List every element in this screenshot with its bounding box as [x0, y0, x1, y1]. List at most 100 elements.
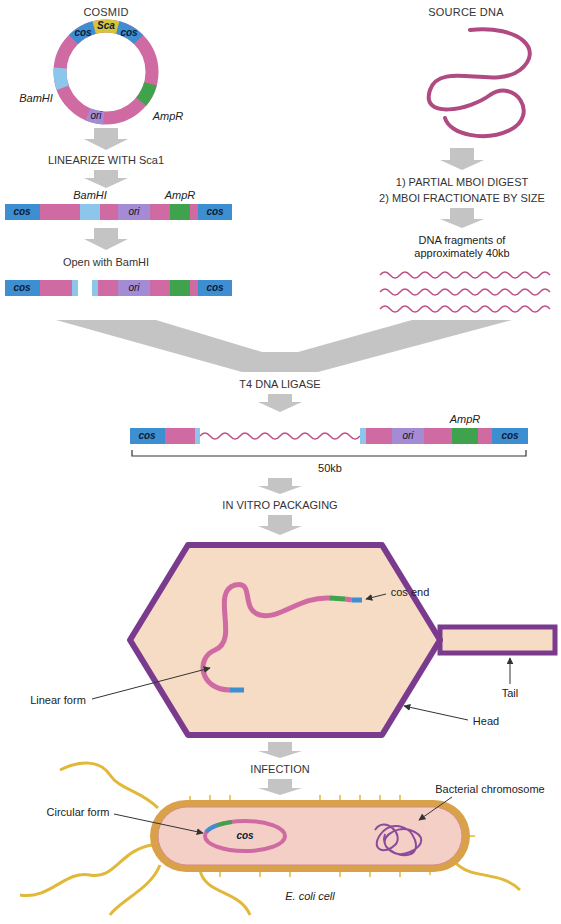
circular-cosmid	[205, 821, 285, 851]
cos-label: cos	[206, 282, 223, 294]
packaged-dna	[203, 584, 330, 690]
step-arrow	[84, 228, 128, 250]
step-label: LINEARIZE WITH Sca1	[48, 154, 164, 167]
step-arrow	[258, 779, 302, 795]
ori-label: ori	[128, 282, 139, 294]
ligated-cosmid	[130, 428, 528, 444]
step-arrow	[258, 394, 302, 412]
linear-cosmid	[5, 204, 232, 220]
step-label: 1) PARTIAL MBOI DIGEST	[396, 176, 528, 189]
cos-end	[352, 598, 362, 603]
cos-label: cos	[120, 27, 137, 39]
step-arrow	[258, 478, 302, 494]
cos-label: cos	[236, 830, 253, 842]
cos-site	[492, 428, 528, 444]
bamhi-end	[92, 280, 98, 296]
ori-label: ori	[90, 110, 101, 122]
ori-site	[118, 280, 150, 296]
cos-site	[198, 280, 232, 296]
part-label: cos end	[391, 586, 430, 599]
cos-segment	[60, 26, 152, 118]
gene-label: AmpR	[153, 110, 184, 123]
step-arrow	[84, 170, 128, 188]
flagellum	[455, 862, 520, 890]
step-arrow	[440, 148, 484, 170]
merge-arrow	[56, 320, 512, 372]
cos-label: cos	[13, 206, 30, 218]
cytoplasm	[158, 807, 462, 865]
step-label: INFECTION	[250, 763, 309, 776]
fragment-note: DNA fragments of approximately 40kb	[387, 234, 537, 259]
cosmid-ring	[60, 26, 152, 118]
gene-label: AmpR	[450, 413, 481, 426]
step-label: IN VITRO PACKAGING	[222, 499, 337, 512]
gene-label: AmpR	[165, 189, 196, 202]
section-title: SOURCE DNA	[428, 6, 503, 19]
cell-wall	[150, 800, 470, 872]
flagellum	[20, 845, 152, 896]
leader-line	[419, 797, 452, 820]
ori-site	[392, 428, 424, 444]
cos-label: cos	[501, 430, 518, 442]
dna-fragment	[380, 306, 550, 312]
bamhi-end	[72, 280, 78, 296]
leader-line	[510, 658, 511, 684]
bacterial-chromosome	[375, 825, 421, 856]
size-label: 50kb	[318, 462, 342, 475]
cos-label: cos	[138, 430, 155, 442]
phage-head	[130, 545, 440, 735]
step-arrow	[84, 128, 128, 150]
dna-segment	[345, 599, 352, 600]
bamhi-segment	[60, 26, 152, 118]
part-label: Bacterial chromosome	[435, 783, 544, 796]
cosmid-arm	[5, 280, 78, 296]
step-arrow	[440, 208, 484, 228]
cos-site	[5, 280, 40, 296]
part-label: Tail	[502, 687, 519, 700]
leader-line	[366, 594, 386, 599]
ampr-gene	[452, 428, 478, 444]
ori-site	[118, 204, 150, 220]
step-arrow	[258, 515, 302, 535]
ampr-gene	[218, 822, 232, 825]
insert-ground	[200, 428, 360, 444]
ampr-segment	[60, 26, 152, 118]
site-label: BamHI	[73, 189, 107, 202]
cos-label: cos	[74, 27, 91, 39]
step-arrow	[258, 742, 302, 758]
ori-label: ori	[128, 206, 139, 218]
dna-fragment	[380, 272, 550, 278]
dna-fragment	[380, 289, 550, 295]
part-label: Head	[473, 715, 499, 728]
flagellum	[110, 865, 160, 915]
phage-tail	[440, 627, 555, 653]
cos-label: cos	[13, 282, 30, 294]
step-label: Open with BamHI	[63, 256, 149, 269]
leader-line	[404, 706, 468, 720]
cos-segment	[60, 26, 152, 118]
part-label: Circular form	[47, 806, 110, 819]
step-label: T4 DNA LIGASE	[239, 378, 320, 391]
sca-segment	[60, 26, 152, 118]
site-label: Sca	[97, 20, 115, 32]
source-dna	[429, 29, 530, 136]
step-label: 2) MBOI FRACTIONATE BY SIZE	[379, 192, 545, 205]
cos-end	[230, 688, 244, 693]
cell-label: E. coli cell	[285, 890, 335, 903]
leader-line	[114, 814, 203, 833]
cos-site	[206, 825, 218, 832]
part-label: Linear form	[30, 694, 86, 707]
ampr-gene	[170, 280, 190, 296]
leader-line	[92, 668, 210, 699]
ori-segment	[60, 26, 152, 118]
ampr-gene	[170, 204, 190, 220]
size-bracket	[132, 450, 526, 456]
cos-label: cos	[206, 206, 223, 218]
ori-label: ori	[402, 430, 413, 442]
ampr-gene	[330, 598, 345, 599]
site-label: BamHI	[19, 92, 53, 105]
cos-site	[130, 428, 165, 444]
cos-site	[5, 204, 40, 220]
insert-dna	[200, 433, 360, 439]
